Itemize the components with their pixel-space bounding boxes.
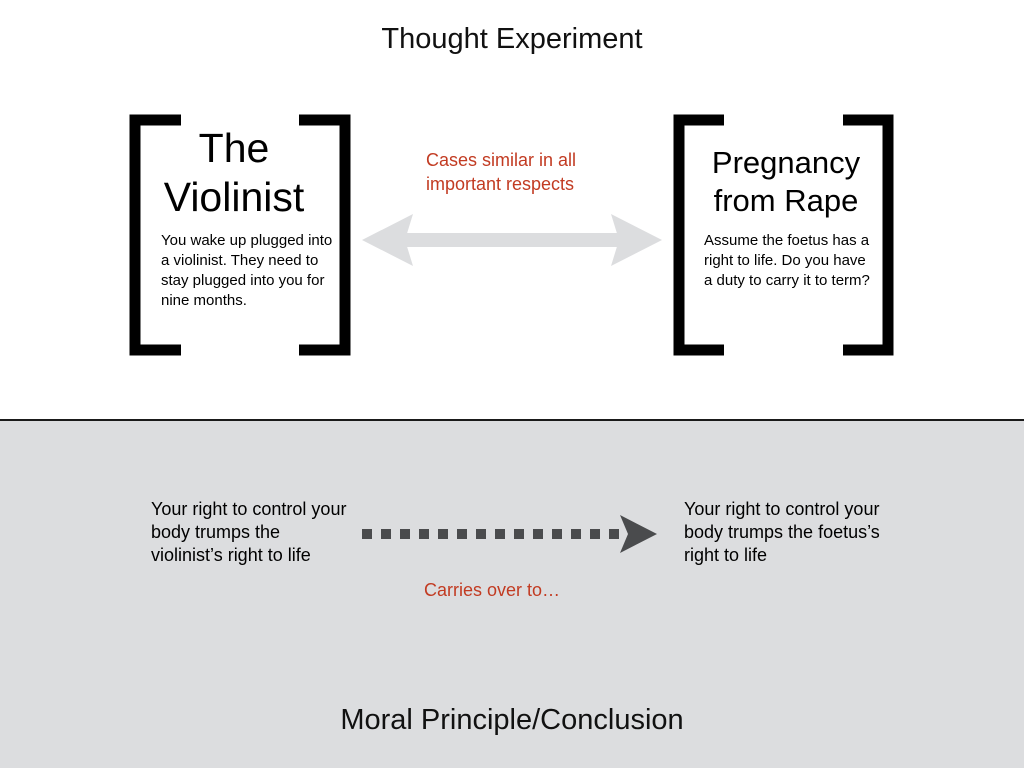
pregnancy-from-rape-heading: Pregnancy from Rape: [711, 145, 861, 218]
foetus-principle: Your right to control your body trumps t…: [684, 499, 880, 565]
pregnancy-from-rape-description: Assume the foetus has a right to life. D…: [704, 232, 870, 289]
similarity-label: Cases similar in all important respects: [426, 150, 577, 194]
moral-principle-title: Moral Principle/Conclusion: [340, 704, 684, 736]
violinist-heading: The Violinist: [163, 125, 305, 220]
section-divider: [0, 419, 1024, 421]
violinist-description: You wake up plugged into a violinist. Th…: [161, 232, 333, 309]
moral-principle-section: [0, 420, 1024, 768]
violinist-principle: Your right to control your body trumps t…: [151, 499, 347, 565]
thought-experiment-title: Thought Experiment: [381, 23, 643, 55]
carries-over-label: Carries over to…: [424, 580, 561, 600]
